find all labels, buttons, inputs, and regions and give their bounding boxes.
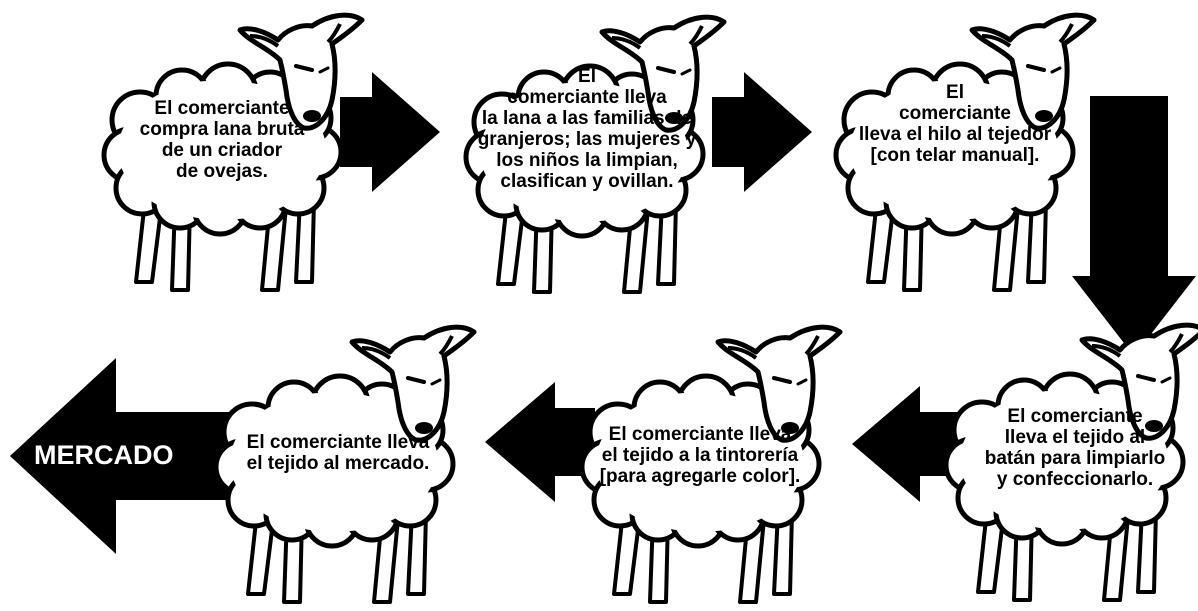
step-5-text: El comerciante lleva el tejido a la tint…: [599, 424, 801, 487]
step-2-text: El comerciante lleva la lana a las famil…: [477, 66, 697, 192]
arrow-left-1: [852, 386, 960, 502]
step-4-text: El comerciante lleva el tejido al batán …: [984, 406, 1166, 490]
step-6-text: El comerciante lleva el tejido al mercad…: [246, 432, 430, 474]
arrow-down: [1072, 96, 1196, 356]
step-1-text: El comerciante compra lana bruta de un c…: [139, 98, 305, 182]
market-arrow: [10, 358, 232, 554]
arrow-left-2: [485, 382, 595, 502]
step-3-text: El comerciante lleva el hilo al tejedor …: [858, 82, 1052, 166]
arrow-right-1: [340, 72, 440, 192]
arrow-right-2: [712, 72, 812, 192]
market-label: MERCADO: [34, 440, 174, 470]
